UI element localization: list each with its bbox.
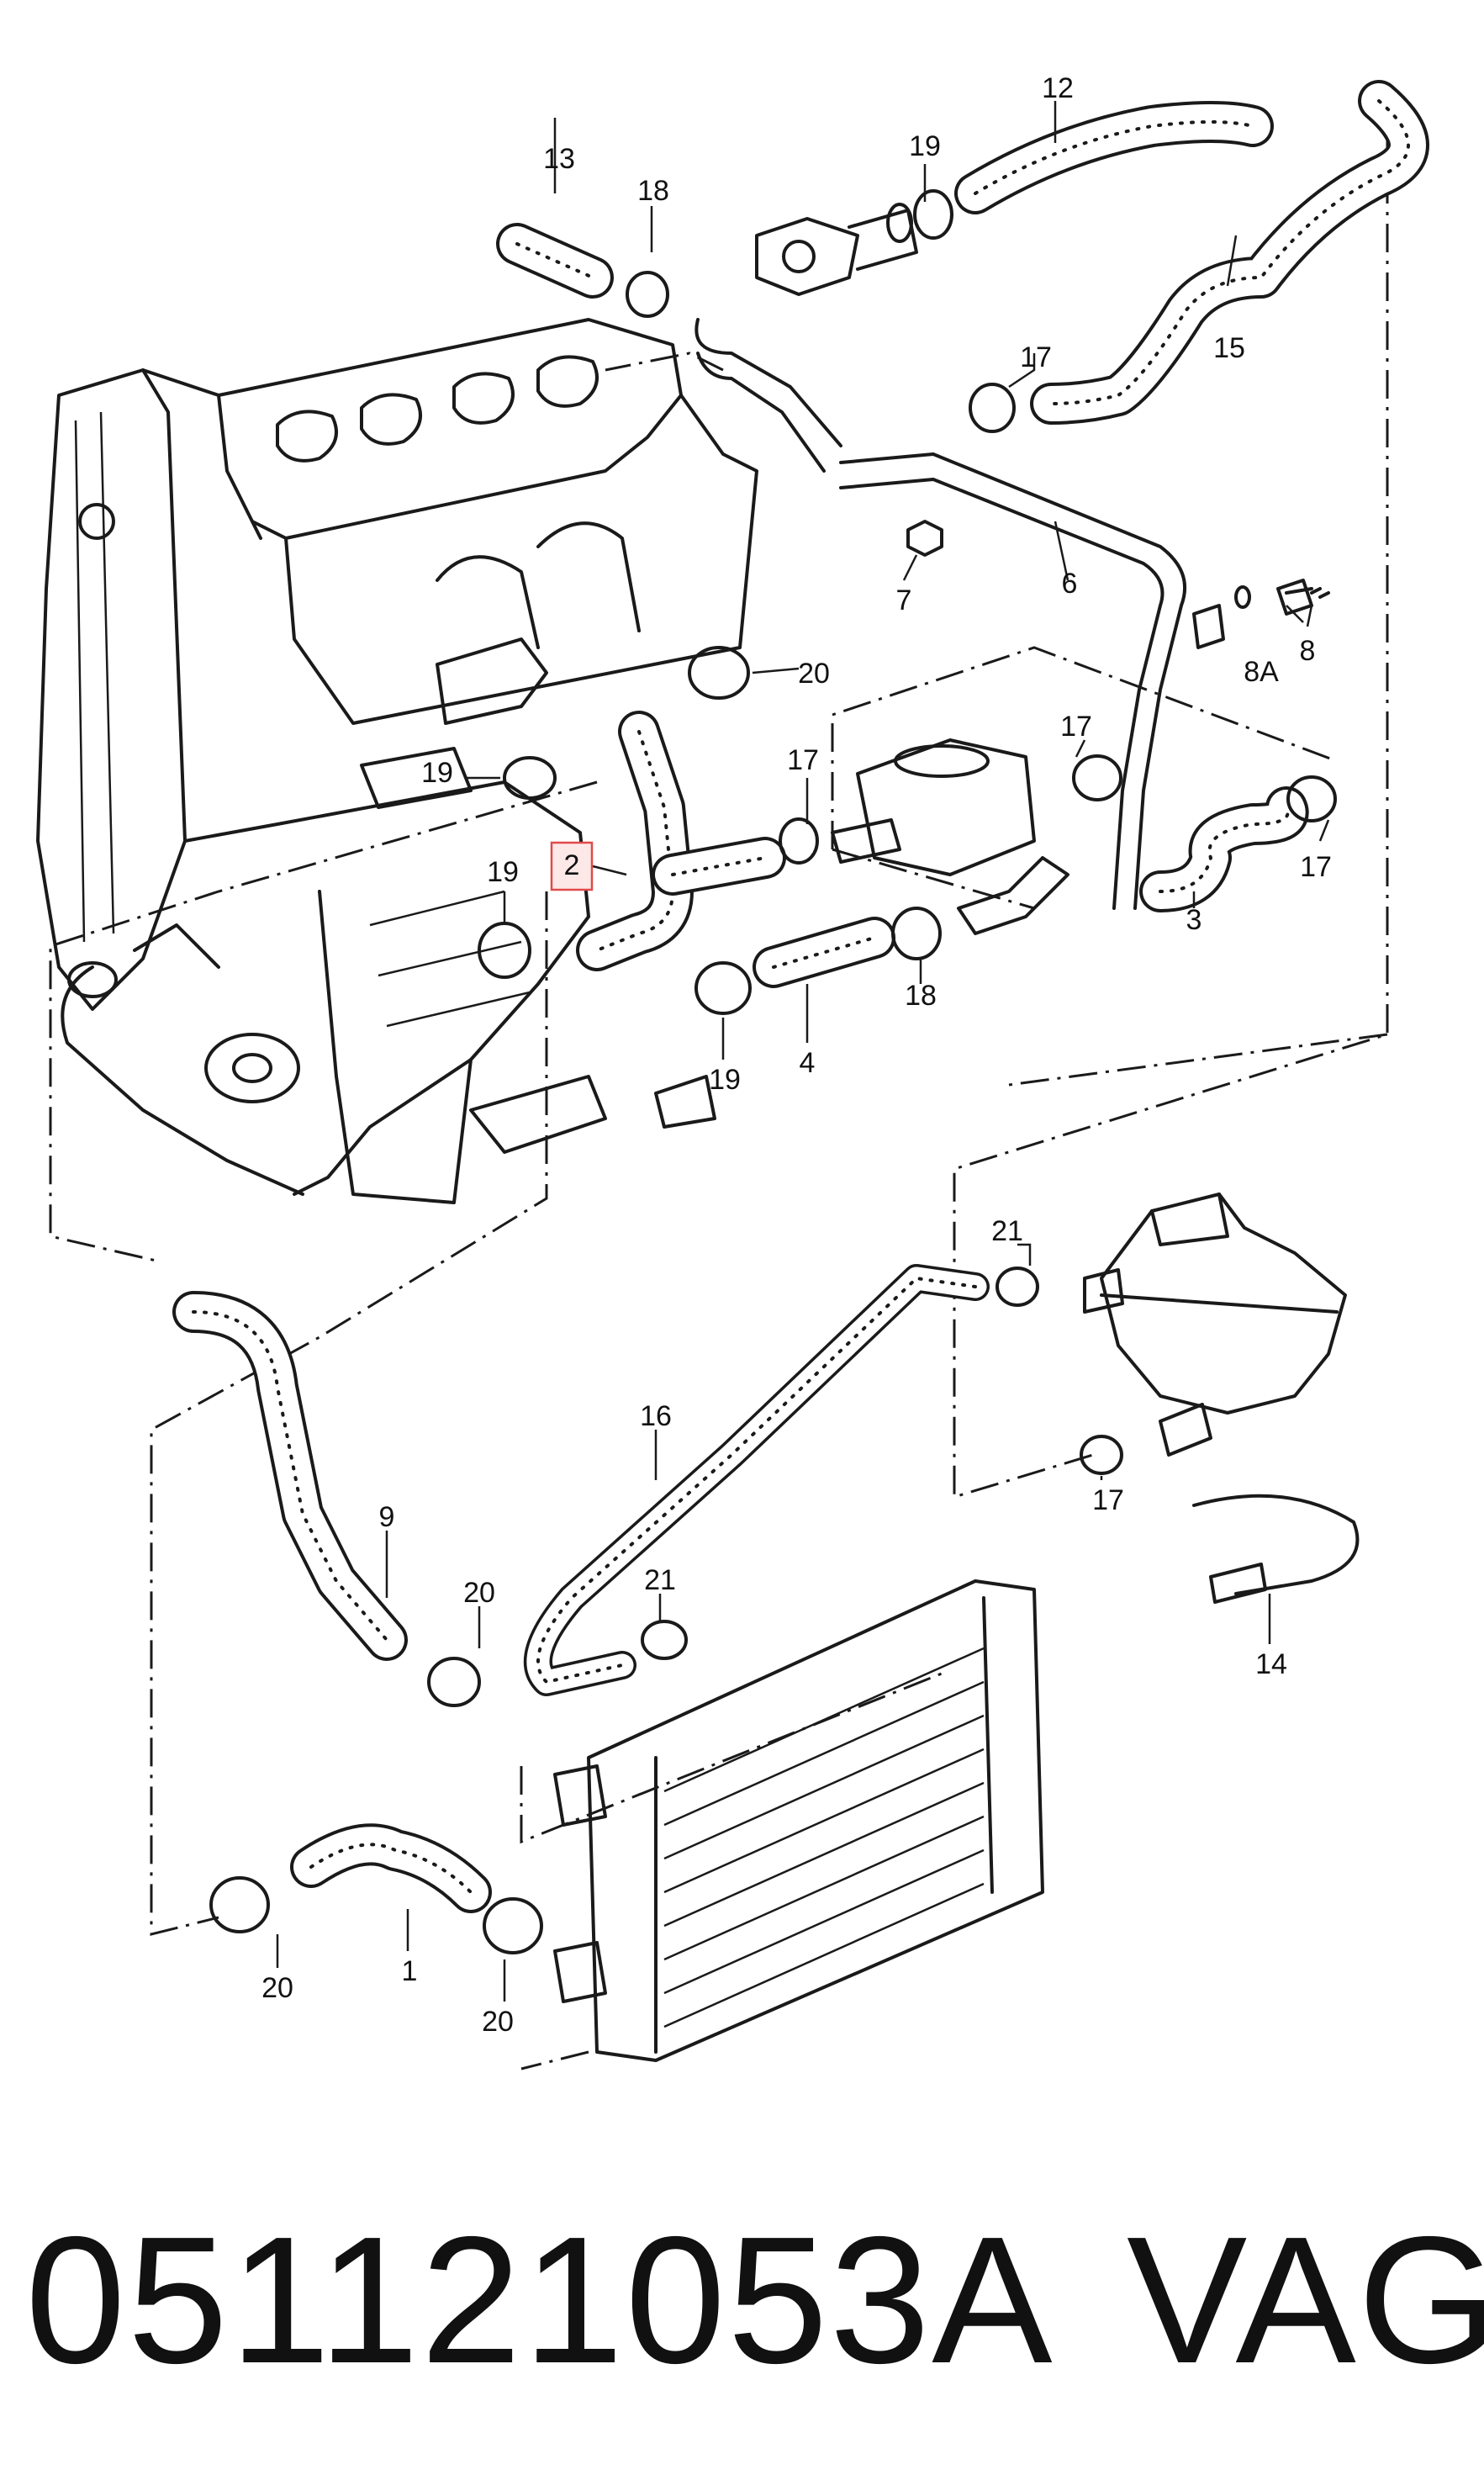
callout-21: 21 xyxy=(991,1215,1023,1247)
radiator xyxy=(553,1579,1044,2062)
callout-13: 13 xyxy=(543,143,575,175)
callout-19: 19 xyxy=(909,130,941,162)
hose-1 xyxy=(290,1823,492,1913)
callout-6: 6 xyxy=(1062,568,1078,600)
callout-17: 17 xyxy=(1060,711,1092,743)
callout-20: 20 xyxy=(463,1577,495,1609)
pipe-6 xyxy=(694,318,1187,910)
callout-17: 17 xyxy=(1020,341,1052,373)
footer: 051121053A VAG xyxy=(25,2174,1484,2426)
hose-15 xyxy=(1030,80,1429,425)
callout-12: 12 xyxy=(1042,72,1074,104)
callout-20: 20 xyxy=(798,658,830,690)
callout-14: 14 xyxy=(1255,1648,1287,1680)
callout-20: 20 xyxy=(482,2006,514,2038)
callout-8: 8 xyxy=(1300,635,1316,667)
fasteners xyxy=(906,520,1330,649)
thermostat-flange xyxy=(755,203,918,296)
callout-9: 9 xyxy=(379,1501,395,1533)
callout-8A: 8A xyxy=(1244,656,1279,688)
callout-labels: 13 18 12 19 15 17 6 7 8 8A 20 17 17 17 3… xyxy=(261,72,1332,2038)
callout-18: 18 xyxy=(637,175,669,207)
band-clamp-14 xyxy=(1192,1494,1360,1604)
callout-7: 7 xyxy=(896,584,912,616)
callout-2-highlight[interactable]: 2 xyxy=(550,841,594,891)
leader-lines xyxy=(276,101,1330,2002)
callout-17: 17 xyxy=(1092,1484,1124,1516)
hose-3 xyxy=(1139,786,1309,912)
hose-12 xyxy=(954,101,1274,214)
hose-9 xyxy=(172,1291,408,1661)
callout-18: 18 xyxy=(905,980,937,1012)
callout-1: 1 xyxy=(402,1955,418,1987)
assembly-guide-lines xyxy=(49,126,1389,2070)
part-number: 051121053A xyxy=(25,2198,1054,2401)
callout-19: 19 xyxy=(709,1064,741,1096)
callout-3: 3 xyxy=(1186,904,1202,936)
callout-15: 15 xyxy=(1213,332,1245,364)
callout-16: 16 xyxy=(640,1400,672,1432)
hose-16 xyxy=(524,1264,990,1696)
engine-block xyxy=(36,318,758,1204)
hose-13 xyxy=(496,223,614,299)
callout-19: 19 xyxy=(421,757,453,789)
brand-name: VAG xyxy=(1127,2198,1484,2401)
hose-2 xyxy=(576,711,786,971)
expansion-tank xyxy=(1083,1193,1347,1457)
callout-17: 17 xyxy=(787,744,819,776)
callout-20: 20 xyxy=(261,1972,293,2004)
clamps xyxy=(209,189,1337,1954)
callout-21: 21 xyxy=(644,1564,676,1596)
exploded-parts-diagram: 13 18 12 19 15 17 6 7 8 8A 20 17 17 17 3… xyxy=(36,72,1429,2070)
callout-4: 4 xyxy=(800,1047,816,1079)
hose-4 xyxy=(753,917,895,988)
callout-19: 19 xyxy=(487,856,519,888)
oil-cooler-flange xyxy=(831,738,1069,935)
callout-17: 17 xyxy=(1300,851,1332,883)
callout-2: 2 xyxy=(564,849,580,881)
